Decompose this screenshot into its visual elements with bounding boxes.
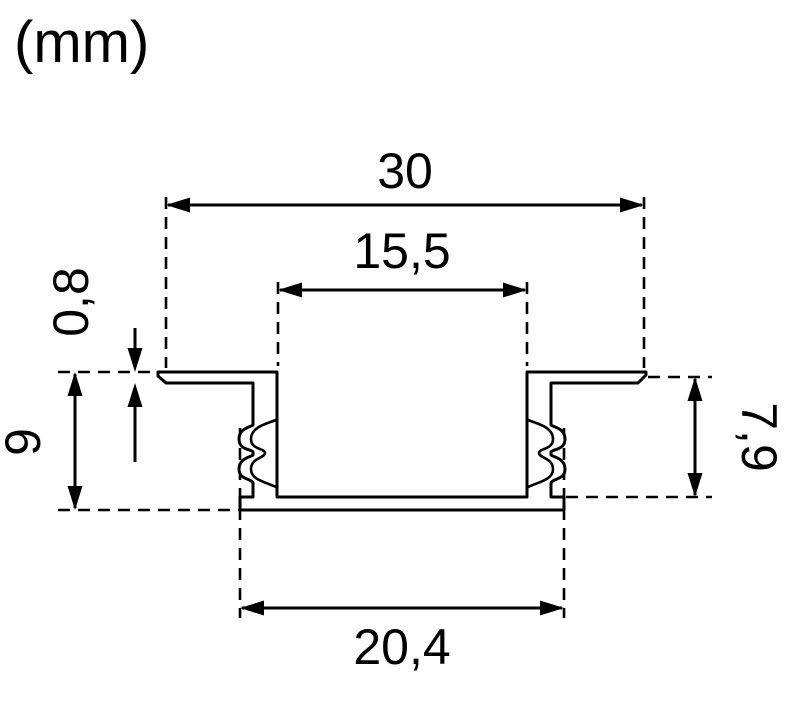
arrow-up-icon [127,383,143,407]
dim-bottom-width-label: 20,4 [353,619,450,675]
arrow-down-icon [687,473,703,497]
arrow-right-icon [620,197,644,213]
profile-outline [156,370,648,512]
unit-label: (mm) [14,10,149,75]
arrow-left-icon [240,600,264,616]
dim-opening-width: 15,5 [278,223,527,298]
dim-inner-depth-label: 7,9 [731,402,787,472]
dim-flange-thickness-label: 0,8 [43,267,99,337]
arrow-down-icon [67,486,83,510]
extension-lines [58,197,712,618]
dim-flange-thickness: 0,8 [43,267,143,462]
dim-overall-height: 9 [0,372,83,510]
dim-top-width-label: 30 [377,143,433,199]
dim-bottom-width: 20,4 [240,600,564,675]
arrow-up-icon [67,372,83,396]
arrow-up-icon [687,377,703,401]
arrow-down-icon [127,348,143,372]
profile-cross-section [156,370,648,512]
profile-corrugation-left [249,418,277,489]
dim-opening-width-label: 15,5 [353,223,450,279]
dim-top-width: 30 [166,143,644,213]
dim-inner-depth: 7,9 [687,377,787,497]
dim-overall-height-label: 9 [0,428,51,456]
arrow-right-icon [503,282,527,298]
arrow-right-icon [540,600,564,616]
arrow-left-icon [166,197,190,213]
profile-corrugation-right [527,418,555,489]
arrow-left-icon [278,282,302,298]
